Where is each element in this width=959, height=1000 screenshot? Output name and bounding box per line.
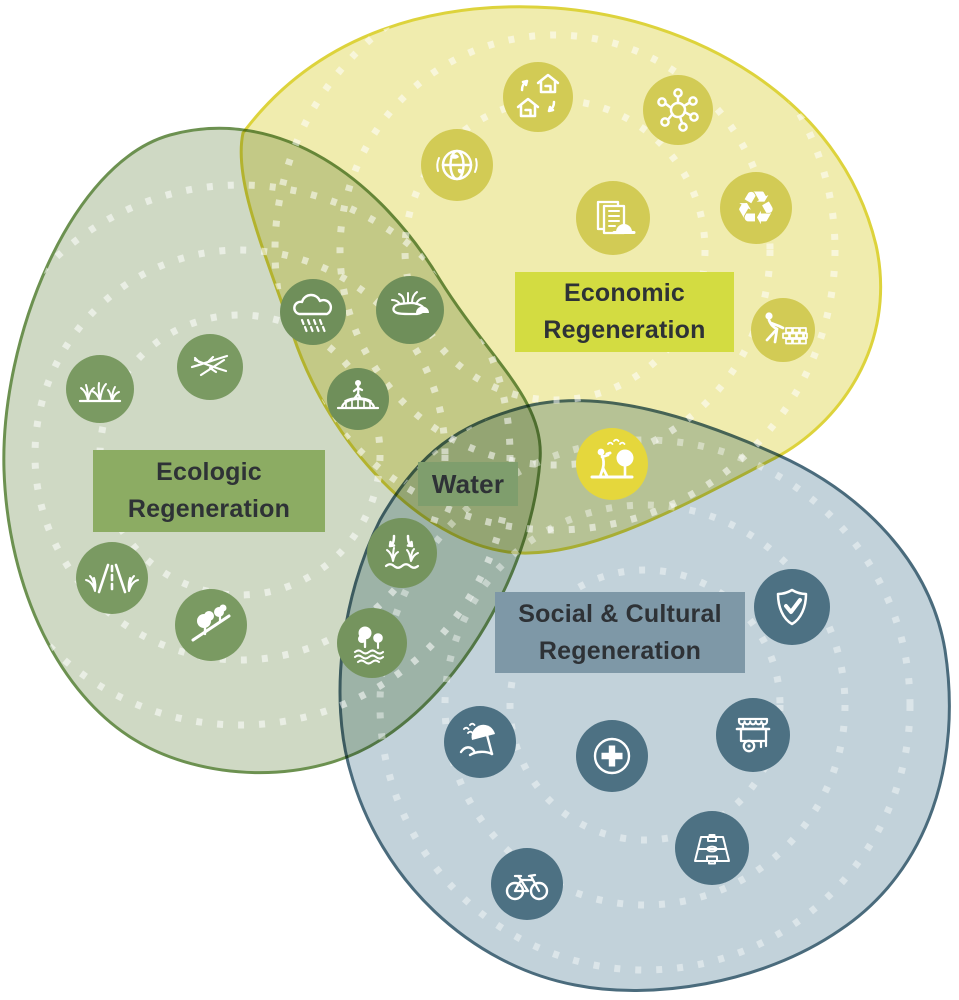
pond-icon bbox=[376, 276, 444, 344]
social-blob bbox=[338, 399, 951, 992]
construction-plan-icon bbox=[576, 181, 650, 255]
trees-on-slope-icon bbox=[175, 589, 247, 661]
ecologic-dotted-trails bbox=[3, 181, 514, 729]
food-cart-icon bbox=[716, 698, 790, 772]
economic-region-label: Economic Regeneration bbox=[515, 272, 734, 352]
network-icon bbox=[643, 75, 713, 145]
soccer-field-icon bbox=[675, 811, 749, 885]
housing-exchange-icon bbox=[503, 62, 573, 132]
beach-icon bbox=[444, 706, 516, 778]
recycling-icon: ♻ bbox=[720, 172, 792, 244]
shield-check-icon bbox=[754, 569, 830, 645]
green-road-icon bbox=[76, 542, 148, 614]
trees-on-water-icon bbox=[337, 608, 407, 678]
birdwatching-icon bbox=[576, 428, 648, 500]
ecologic-region-label: Ecologic Regeneration bbox=[93, 450, 325, 532]
water-region-label: Water bbox=[418, 462, 518, 506]
social-dotted-trails bbox=[340, 400, 950, 991]
social-region-label: Social & Cultural Regeneration bbox=[495, 592, 745, 673]
recycling-glyph: ♻ bbox=[735, 181, 776, 235]
health-plus-icon bbox=[576, 720, 648, 792]
rain-cloud-icon bbox=[280, 279, 346, 345]
water-infiltration-icon bbox=[367, 518, 437, 588]
branches-icon bbox=[177, 334, 243, 400]
bridge-crossing-icon bbox=[327, 368, 389, 430]
grasses-icon bbox=[66, 355, 134, 423]
economic-dotted-trails bbox=[271, 6, 839, 534]
globe-icon bbox=[421, 129, 493, 201]
bricklaying-icon bbox=[751, 298, 815, 362]
bicycle-icon bbox=[491, 848, 563, 920]
